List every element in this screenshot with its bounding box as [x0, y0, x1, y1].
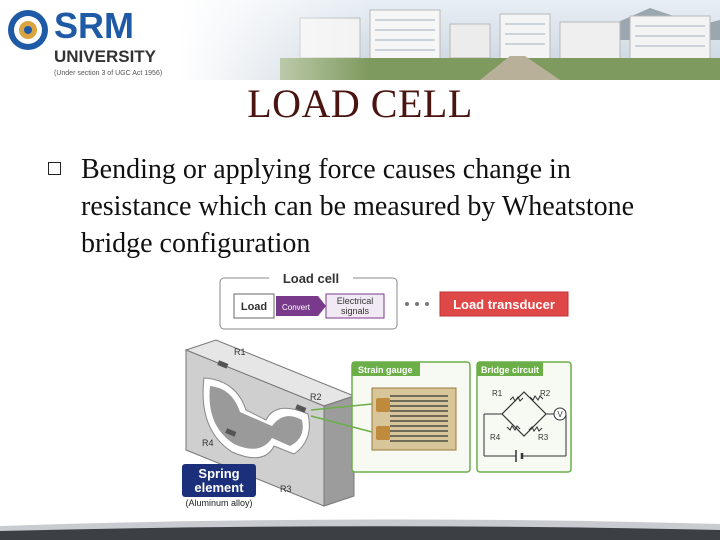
logo-subtitle: UNIVERSITY — [54, 47, 157, 66]
logo-name: SRM — [54, 5, 134, 46]
strain-gauge-r2 — [295, 404, 307, 413]
strain-gauge-r4 — [225, 428, 237, 437]
ellipsis-dot — [415, 302, 419, 306]
bullet-marker — [48, 162, 61, 175]
label-r4: R4 — [202, 438, 214, 448]
ellipsis-dot — [425, 302, 429, 306]
connector-line — [310, 403, 373, 411]
spring-element-line1: Spring — [198, 466, 239, 481]
bridge-label-r1: R1 — [492, 389, 503, 398]
label-r2: R2 — [310, 392, 322, 402]
header-banner: SRM UNIVERSITY (Under section 3 of UGC A… — [0, 0, 720, 80]
electrical-signals-line1: Electrical — [337, 296, 374, 306]
spring-element-line2: element — [194, 480, 244, 495]
strain-gauge-pad — [376, 426, 390, 440]
bridge-label-r3: R3 — [538, 433, 549, 442]
load-box — [233, 293, 275, 319]
bridge-label-r2: R2 — [540, 389, 551, 398]
strain-gauge-pad — [376, 398, 390, 412]
strain-gauge-r1 — [217, 360, 229, 369]
bridge-resistors — [506, 395, 544, 432]
spring-element-side — [323, 395, 355, 507]
spring-element-label-box — [182, 464, 256, 497]
footer-band — [0, 519, 720, 540]
convert-arrow — [276, 296, 326, 316]
slide-title: LOAD CELL — [247, 81, 473, 126]
connector-line — [310, 415, 373, 433]
voltmeter-symbol: V — [557, 410, 563, 419]
bridge-circuit-title: Bridge circuit — [481, 365, 539, 375]
bullet-text: Bending or applying force causes change … — [81, 154, 635, 259]
label-r3: R3 — [280, 484, 292, 494]
label-r1: R1 — [234, 347, 246, 357]
load-cell-title: Load cell — [283, 271, 339, 286]
electrical-signals-box — [325, 293, 385, 319]
load-transducer-label: Load transducer — [453, 297, 555, 312]
convert-label: Convert — [282, 303, 311, 312]
load-label: Load — [241, 301, 267, 313]
load-cell-title-bg — [269, 271, 353, 286]
strain-gauge-grid — [390, 395, 448, 442]
ellipsis-dot — [405, 302, 409, 306]
electrical-signals-line2: signals — [341, 306, 370, 316]
logo-note: (Under section 3 of UGC Act 1956) — [54, 70, 162, 77]
bridge-circuit-title-bg — [477, 362, 543, 376]
campus-photo — [180, 0, 720, 80]
strain-gauge-title: Strain gauge — [358, 365, 413, 375]
strain-gauge-title-bg — [352, 362, 420, 376]
bridge-label-r4: R4 — [490, 433, 501, 442]
load-transducer-box — [439, 291, 569, 317]
bridge-diamond — [501, 391, 547, 437]
material-note: (Aluminum alloy) — [185, 498, 252, 508]
university-logo: SRM UNIVERSITY (Under section 3 of UGC A… — [8, 5, 162, 77]
load-cell-figure: Load cell Load Convert Electrical signal… — [182, 271, 572, 508]
